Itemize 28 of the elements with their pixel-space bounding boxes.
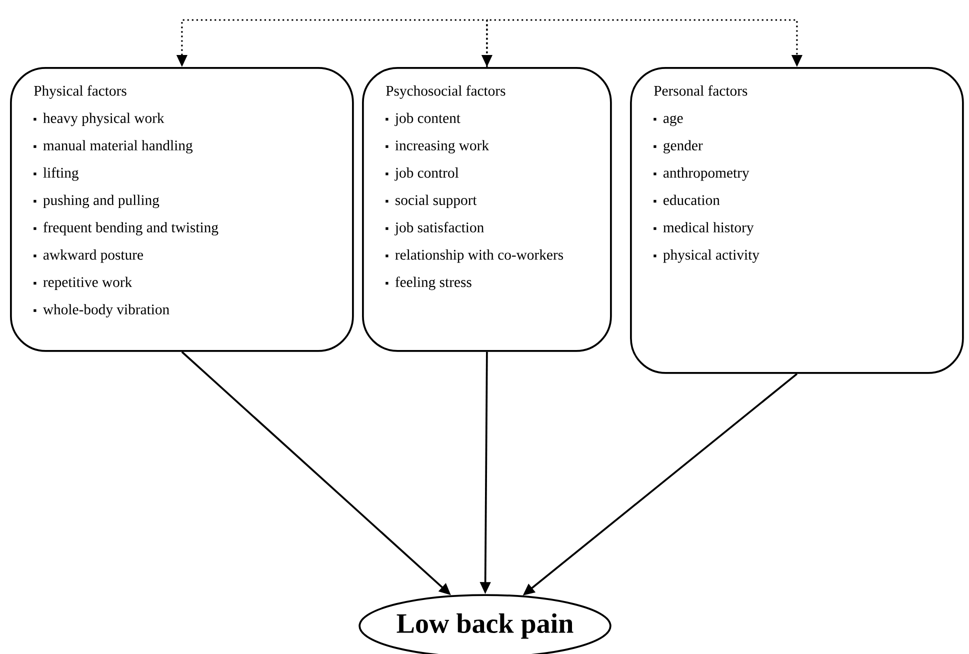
list-item: anthropometry xyxy=(654,167,750,181)
list-item: social support xyxy=(386,194,477,208)
dotted-connector xyxy=(486,19,802,67)
list-item: feeling stress xyxy=(386,276,472,290)
list-item: job satisfaction xyxy=(386,222,484,236)
factor-box xyxy=(10,67,354,352)
list-item: job content xyxy=(386,112,460,126)
box-heading: Personal factors xyxy=(654,85,748,96)
list-item: education xyxy=(654,194,720,206)
box-heading: Physical factors xyxy=(34,85,126,99)
list-item: awkward posture xyxy=(34,249,143,263)
list-item: manual material handling xyxy=(34,140,193,154)
list-item: pushing and pulling xyxy=(34,194,160,208)
list-item: age xyxy=(654,115,683,126)
factor-box xyxy=(362,67,612,352)
list-item: lifting xyxy=(34,167,79,181)
list-item: repetitive work xyxy=(34,276,132,290)
list-item: physical activity xyxy=(654,249,760,263)
list-item: relationship with co-workers xyxy=(386,249,564,263)
list-item: job control xyxy=(386,167,459,181)
list-item: frequent bending and twisting xyxy=(34,222,218,236)
list-item: heavy physical work xyxy=(34,112,164,126)
list-item: whole-body vibration xyxy=(34,304,170,318)
list-item: medical history xyxy=(654,222,754,236)
list-item: gender xyxy=(654,140,703,154)
list-item: increasing work xyxy=(386,140,490,154)
factor-box xyxy=(630,67,964,374)
box-heading: Psychosocial factors xyxy=(386,85,506,99)
